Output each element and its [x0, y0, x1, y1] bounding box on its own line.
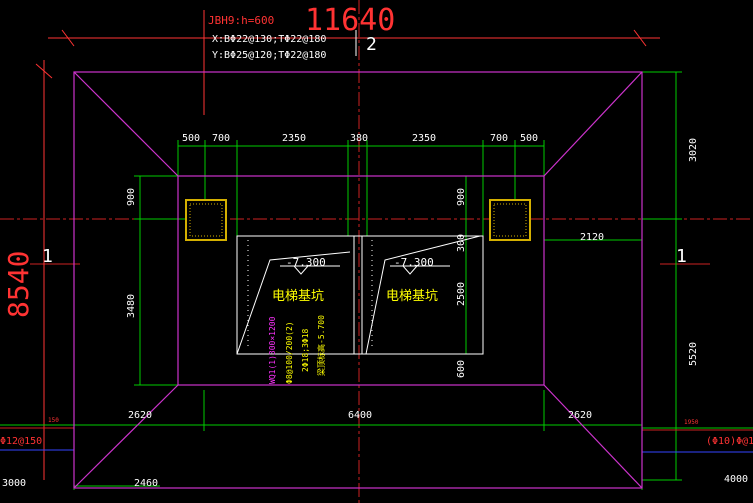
overall-width-tick-right — [633, 29, 647, 47]
left-axis-number: 1 — [42, 246, 53, 267]
foundation-outline — [73, 71, 643, 489]
bottom-dimension-texts: 2620 6400 2620 2460 — [128, 410, 592, 489]
corner-dim-150: 150 — [48, 417, 59, 424]
bottom-dim-2620-left: 2620 — [128, 410, 152, 421]
wall-beam-label[interactable]: WQ1(1)300×1200 — [268, 316, 277, 384]
pit-right-elevation: -7.300 — [394, 256, 434, 269]
column-left[interactable] — [185, 199, 227, 241]
elevator-pits — [236, 235, 484, 355]
green-dimension-lines — [0, 71, 753, 490]
slope-line-top-left — [73, 71, 179, 177]
corner-dim-3000: 3000 — [2, 478, 26, 489]
left-dim-900: 900 — [126, 188, 137, 206]
left-dimension-texts: 900 3480 — [126, 188, 137, 318]
inner-dim-300: 300 — [456, 234, 467, 252]
pit-outline — [236, 235, 484, 355]
foundation-x-rebar: X:BΦ22@130;TΦ22@180 — [212, 34, 326, 45]
pit-left-slope — [236, 251, 351, 355]
top-dim-380: 380 — [350, 133, 368, 144]
right-dim-5520: 5520 — [688, 342, 699, 366]
pit-left-name[interactable]: 电梯基坑 — [272, 289, 324, 304]
inner-dim-900: 900 — [456, 188, 467, 206]
corner-dim-1950: 1950 — [684, 419, 699, 426]
column-right[interactable] — [489, 199, 531, 241]
overall-width-tick-left — [61, 29, 75, 47]
overall-dimension-lines — [35, 10, 660, 480]
top-dim-500-right: 500 — [520, 133, 538, 144]
right-outer-dimension-texts: 3020 5520 — [688, 138, 699, 366]
corner-dim-4000: 4000 — [724, 474, 748, 485]
bottom-dim-2460: 2460 — [134, 478, 158, 489]
left-dim-3480: 3480 — [126, 294, 137, 318]
overall-height-tick-top — [35, 63, 53, 79]
top-dim-700-left: 700 — [212, 133, 230, 144]
wall-note-rebar: 2Φ18;3Φ18 — [301, 328, 310, 372]
top-dim-2350-left: 2350 — [282, 133, 306, 144]
pit-right-name[interactable]: 电梯基坑 — [386, 289, 438, 304]
top-dim-500-left: 500 — [182, 133, 200, 144]
inner-dim-2500: 2500 — [456, 282, 467, 306]
columns — [185, 199, 531, 241]
bottom-dim-2620-right: 2620 — [568, 410, 592, 421]
right-edge-rebar-label: (Φ10)Φ@150 — [706, 436, 753, 447]
top-axis-number: 2 — [366, 34, 377, 55]
pit-left-elevation: -7.300 — [286, 256, 326, 269]
column-left-hatch — [189, 203, 223, 237]
pit-right-slope — [365, 235, 481, 355]
wall-note-stirrup: Φ8@100/200(2) — [285, 321, 294, 384]
wall-note-elevation: 梁顶标高-5.700 — [316, 315, 326, 376]
slope-line-bottom-left — [73, 384, 179, 489]
overall-height-text: 8540 — [2, 251, 35, 318]
right-offset-2120: 2120 — [580, 232, 604, 243]
top-dim-700-right: 700 — [490, 133, 508, 144]
slope-line-top-right — [543, 71, 643, 177]
column-right-hatch — [493, 203, 527, 237]
outer-footing-outline — [73, 71, 643, 489]
top-dim-2350-right: 2350 — [412, 133, 436, 144]
foundation-name[interactable]: JBH9:h=600 — [208, 14, 274, 27]
inner-right-dimension-texts: 900 300 2500 600 — [456, 188, 467, 378]
bottom-dim-6400: 6400 — [348, 410, 372, 421]
overall-width-text: 11640 — [305, 3, 395, 38]
slope-line-bottom-right — [543, 384, 643, 489]
foundation-y-rebar: Y:BΦ25@120;TΦ22@180 — [212, 50, 326, 61]
right-axis-number: 1 — [676, 246, 687, 267]
left-edge-rebar-label: Φ12@150 — [0, 436, 42, 447]
inner-dim-600: 600 — [456, 360, 467, 378]
inner-footing-outline — [177, 175, 545, 386]
top-dimension-texts: 500 700 2350 380 2350 700 500 — [182, 133, 538, 144]
right-dim-3020: 3020 — [688, 138, 699, 162]
